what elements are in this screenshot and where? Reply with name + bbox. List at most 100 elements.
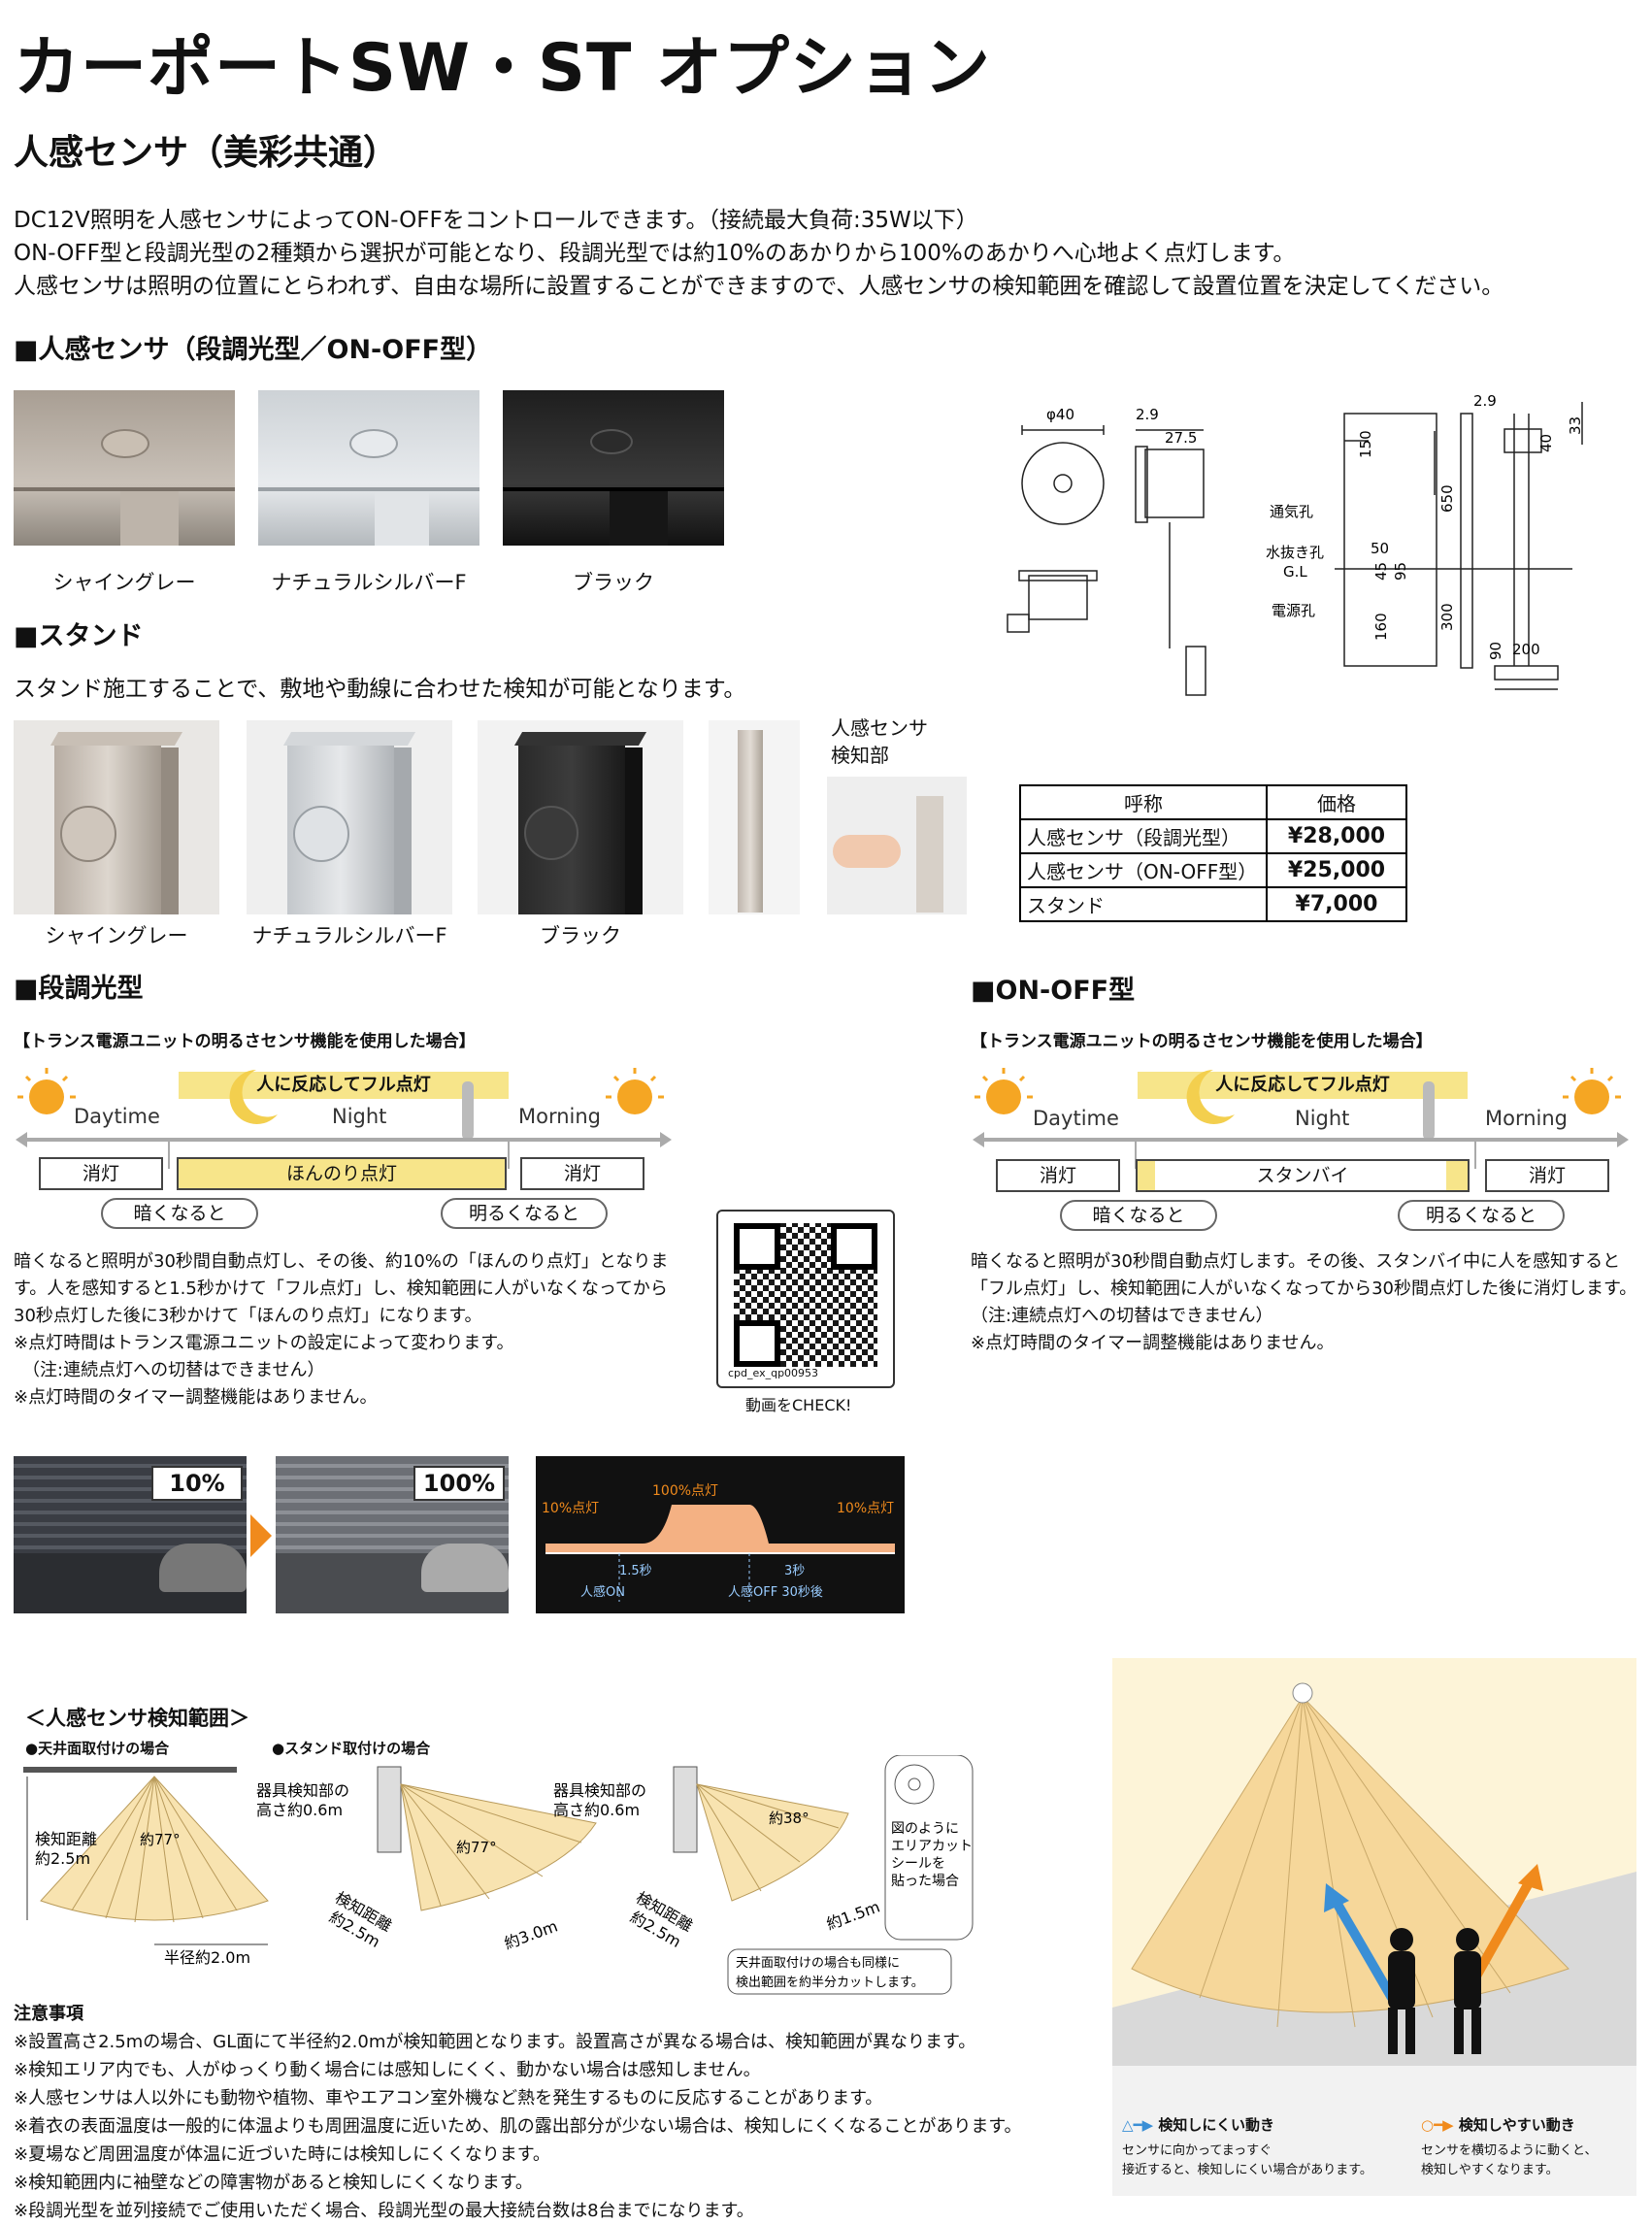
dim-label: 40 <box>1537 434 1555 452</box>
range-label: 器具検知部の <box>256 1781 349 1800</box>
easy-motion-title: ○━▶ 検知しやすい動き <box>1421 2116 1575 2134</box>
sun-icon <box>1563 1068 1621 1114</box>
morning-label: Morning <box>518 1105 602 1128</box>
power-label: 電源孔 <box>1272 602 1315 619</box>
note-item: ※段調光型を並列接続でご使用いただく場合、段調光型の最大接続台数は8台までになり… <box>14 2201 754 2221</box>
graph-label: 10%点灯 <box>837 1501 894 1516</box>
note-item: ※着衣の表面温度は一般的に体温よりも周囲温度に近いため、肌の露出部分が少ない場合… <box>14 2116 1022 2137</box>
moon-icon <box>229 1070 278 1124</box>
sensor-icon <box>60 806 116 862</box>
bright-pill: 明るくなると <box>441 1198 608 1229</box>
range-label: 約77° <box>140 1831 181 1848</box>
range-label: 半径約2.0m <box>164 1948 250 1967</box>
person-icon <box>1388 1928 1415 2054</box>
off-box: 消灯 <box>1485 1159 1609 1192</box>
intro-text: DC12V照明を人感センサによってON-OFFをコントロールできます。（接続最大… <box>14 204 1503 303</box>
carport-photo-100: 100% <box>276 1456 509 1613</box>
stand-section-title: ■スタンド <box>14 621 144 651</box>
daytime-label: Daytime <box>1033 1107 1119 1130</box>
page-subtitle: 人感センサ（美彩共通） <box>14 133 399 173</box>
graph-label: 人感ON <box>580 1584 625 1600</box>
dim-timeline-graphics <box>16 1068 672 1169</box>
dim-text: 暗くなると照明が30秒間自動点灯し、その後、約10%の「ほんのり点灯」となりま … <box>14 1251 669 1408</box>
dark-pill: 暗くなると <box>101 1198 258 1229</box>
sensor-caption: シャイングレー <box>52 571 196 594</box>
range-label: 約38° <box>769 1810 809 1827</box>
sensor-icon <box>590 429 633 454</box>
note-item: ※夏場など周囲温度が体温に近づいた時には検知しにくくなります。 <box>14 2144 550 2165</box>
bright-pill: 明るくなると <box>1398 1200 1565 1231</box>
intro-line: DC12V照明を人感センサによってON-OFFをコントロールできます。（接続最大… <box>14 208 978 233</box>
note-item: ※検知範囲内に袖壁などの障害物があると検知しにくくなります。 <box>14 2173 533 2193</box>
range-label: 器具検知部の <box>553 1781 646 1800</box>
dim-label: 90 <box>1487 642 1504 660</box>
range-label: 高さ約0.6m <box>256 1801 343 1819</box>
table-row: スタンド ¥7,000 <box>1019 886 1407 922</box>
hard-motion-title: △━▶ 検知しにくい動き <box>1122 2116 1275 2134</box>
stand-caption: ナチュラルシルバーF <box>251 924 447 947</box>
table-header: 価格 <box>1266 784 1407 820</box>
standby-box: スタンバイ <box>1136 1159 1470 1192</box>
range-label: 約77° <box>456 1839 497 1856</box>
circle-icon: ○━▶ <box>1421 2116 1454 2134</box>
sensor-icon <box>349 429 398 458</box>
person-icon <box>1423 1081 1435 1140</box>
sun-icon <box>606 1068 664 1114</box>
daytime-label: Daytime <box>74 1105 160 1128</box>
person-icon <box>1454 1928 1481 2054</box>
dim-phi40: φ40 <box>1046 406 1074 423</box>
range-label: 検出範囲を約半分カットします。 <box>736 1976 924 1990</box>
dim-label: 2.9 <box>1136 406 1159 423</box>
technical-drawing: φ40 2.9 27.5 2.9 40 33 通気孔 水抜き孔 G.L 電源孔 … <box>1007 392 1584 696</box>
table-row: 人感センサ（ON-OFF型） ¥25,000 <box>1019 852 1407 888</box>
night-label: Night <box>332 1105 387 1128</box>
dim-section-title: ■段調光型 <box>14 974 144 1004</box>
range-label: 約1.5m <box>824 1897 882 1933</box>
ceiling-mount-label: ●天井面取付けの場合 <box>25 1740 170 1757</box>
sensor-photo-natural-silver <box>258 390 479 546</box>
table-cell: ¥28,000 <box>1266 818 1407 854</box>
onoff-text: 暗くなると照明が30秒間自動点灯します。その後、スタンバイ中に人を感知すると 「… <box>971 1251 1637 1353</box>
note-item: ※検知エリア内でも、人がゆっくり動く場合には感知しにくく、動かない場合は感知しま… <box>14 2060 761 2080</box>
graph-label: 人感OFF 30秒後 <box>728 1584 823 1600</box>
range-label: 高さ約0.6m <box>553 1801 640 1819</box>
table-cell: ¥7,000 <box>1266 886 1407 922</box>
detection-range-diagram: 検知距離 約2.5m 約77° 半径約2.0m 器具検知部の 高さ約0.6m 約… <box>23 1755 974 1995</box>
dim-label: 200 <box>1512 641 1540 658</box>
note-item: ※設置高さ2.5mの場合、GL面にて半径約2.0mが検知範囲となります。設置高さ… <box>14 2032 976 2052</box>
onoff-section-title: ■ON-OFF型 <box>971 976 1136 1006</box>
sensor-section-title: ■人感センサ（段調光型／ON-OFF型） <box>14 335 493 365</box>
dim-label: 2.9 <box>1473 392 1497 410</box>
dark-pill: 暗くなると <box>1060 1200 1217 1231</box>
dim-label: 300 <box>1438 603 1456 631</box>
graph-label: 100%点灯 <box>652 1483 718 1499</box>
page-title: カーポートSW・ST オプション <box>14 30 992 107</box>
graph-label: 1.5秒 <box>619 1564 652 1578</box>
dim-on-box: ほんのり点灯 <box>177 1157 507 1190</box>
dim-label: 95 <box>1392 562 1409 581</box>
off-box: 消灯 <box>39 1157 163 1190</box>
car-icon <box>159 1544 247 1592</box>
range-label: シールを <box>891 1856 945 1872</box>
qr-code[interactable]: cpd_ex_qp00953 <box>716 1210 895 1388</box>
range-label: 検知距離 <box>35 1830 97 1848</box>
brightness-graph: 10%点灯 100%点灯 10%点灯 1.5秒 3秒 人感ON 人感OFF 30… <box>536 1456 905 1613</box>
price-table: 呼称 価格 人感センサ（段調光型） ¥28,000 人感センサ（ON-OFF型）… <box>1019 784 1407 922</box>
dim-label: 150 <box>1357 430 1374 458</box>
stand-photo-natural-silver <box>247 720 452 914</box>
intro-line: 人感センサは照明の位置にとらわれず、自由な場所に設置することができますので、人感… <box>14 274 1504 299</box>
motion-illustration: △━▶ 検知しにくい動き センサに向かってまっすぐ 接近すると、検知しにくい場合… <box>1112 1658 1636 2196</box>
table-header: 呼称 <box>1019 784 1268 820</box>
stand-photo-black <box>478 720 683 914</box>
graph-label: 10%点灯 <box>542 1501 599 1516</box>
dim-label: 45 <box>1372 562 1390 581</box>
stand-caption: シャイングレー <box>45 924 188 947</box>
brightness-10-label: 10% <box>151 1466 243 1501</box>
arrow-right-icon <box>250 1514 272 1557</box>
moon-icon <box>1186 1070 1235 1124</box>
sensor-photo-black <box>503 390 724 546</box>
table-row: 人感センサ（段調光型） ¥28,000 <box>1019 818 1407 854</box>
dim-label: 50 <box>1371 540 1389 557</box>
sensor-icon <box>524 806 578 860</box>
detect-part-photo <box>827 777 967 914</box>
